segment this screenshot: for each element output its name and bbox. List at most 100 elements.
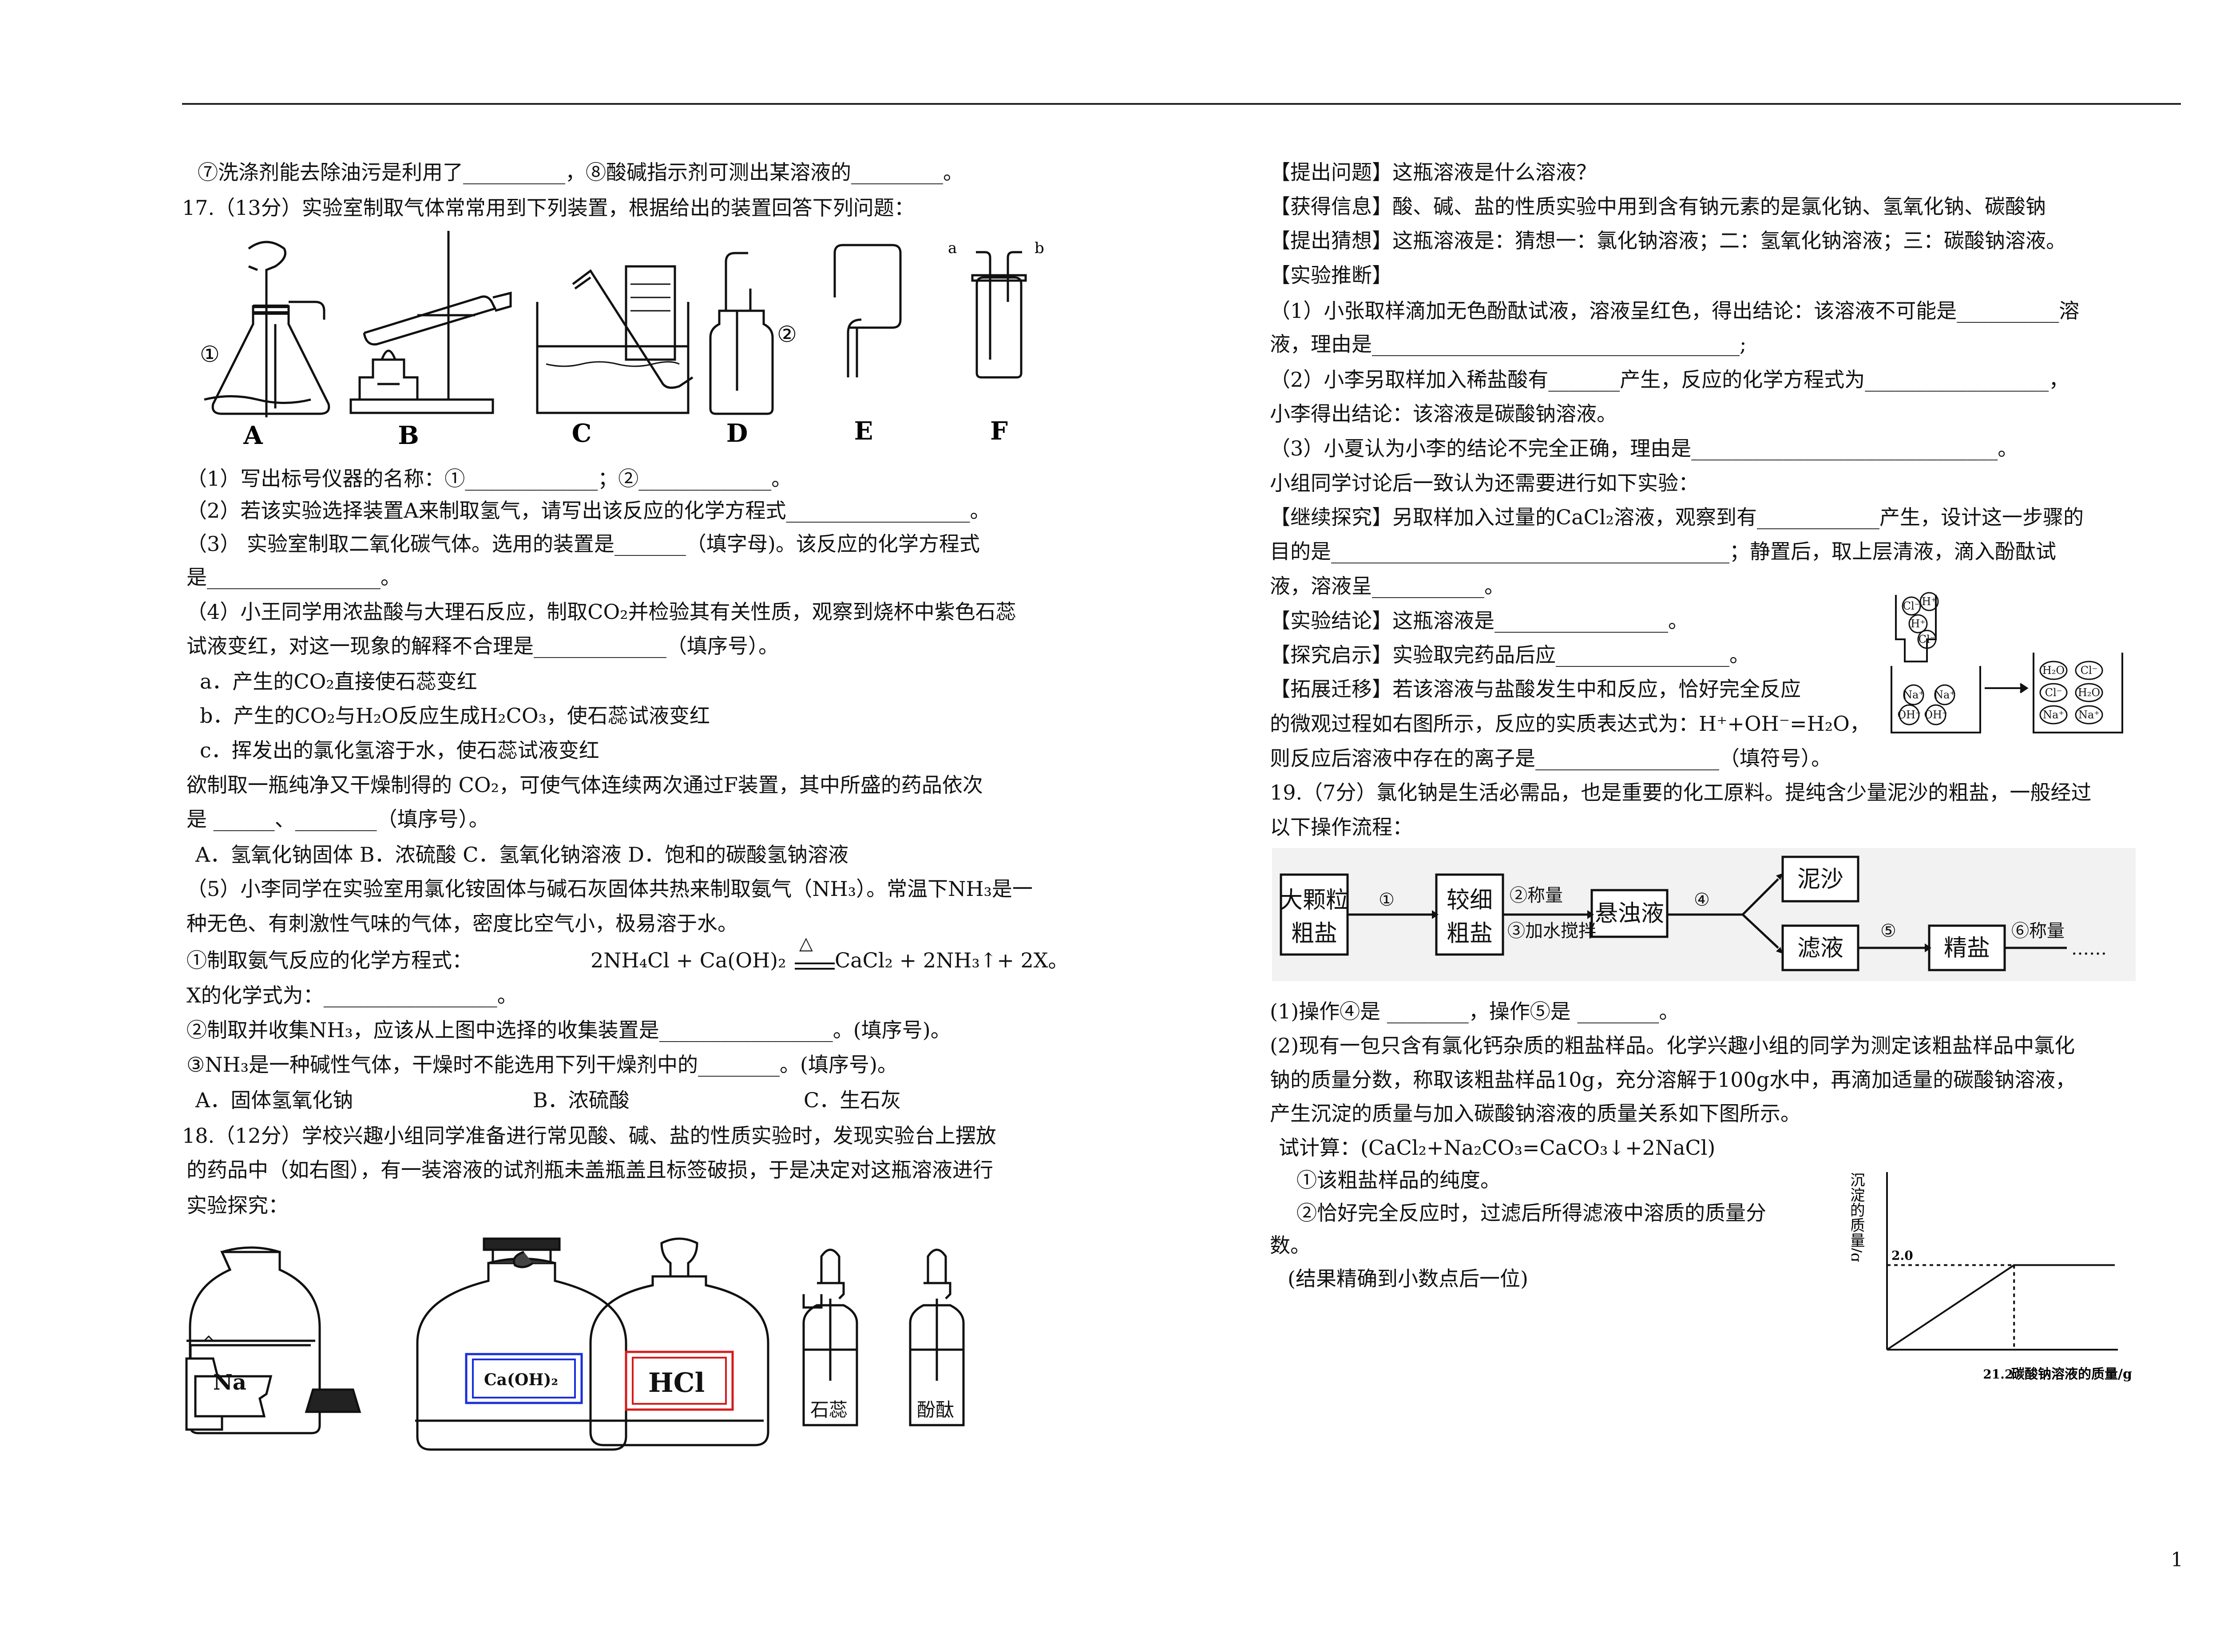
- label-na: Na: [213, 1370, 246, 1395]
- left-beaker: [1891, 666, 1981, 733]
- dropper-funnel: [1895, 595, 1937, 662]
- marker-1: ①: [200, 341, 220, 367]
- q17-part5d: X的化学式为：_________________。: [186, 983, 518, 1007]
- apparatus-figure: ① ② a b A B C D E F: [200, 231, 1044, 450]
- page-number: 1: [2171, 1549, 2183, 1571]
- apparatus-c: [536, 265, 694, 414]
- y-tick-label: 2.0: [1891, 1248, 1913, 1263]
- apparatus-f: [971, 251, 1027, 379]
- port-a: a: [948, 239, 957, 257]
- line-7-8: ⑦洗涤剂能去除油污是利用了__________，⑧酸碱指示剂可测出某溶液的___…: [198, 160, 963, 184]
- ion-h-2: H⁺: [1911, 618, 1926, 630]
- box-suspension: [1590, 889, 1669, 938]
- inference-1b: 液，理由是___________________________________…: [1270, 332, 1747, 356]
- q19-part1: (1)操作④是 ________，操作⑤是 ________。: [1270, 999, 1680, 1023]
- precipitate-chart: 沉淀的质量/g 2.0 21.2 碳酸钠溶液的质量/g: [1851, 1172, 2132, 1382]
- label-a: A: [243, 421, 263, 450]
- flow-step3: ③加水搅拌: [1507, 921, 1596, 941]
- purification-flow-diagram: 大颗粒 粗盐 较细 粗盐 悬浊液 泥沙 滤液 精盐 ① ②称量 ③加水搅拌 ④ …: [1272, 848, 2136, 981]
- q17-part4b: 试液变红，对这一现象的解释不合理是_____________（填序号）。: [186, 634, 779, 658]
- flow-ellipsis: ……: [2071, 939, 2107, 959]
- hypothesis: 【提出猜想】这瓶溶液是：猜想一：氯化钠溶液；二：氢氧化钠溶液；三：碳酸钠溶液。: [1270, 229, 2066, 253]
- extension-a: 【拓展迁移】若该溶液与盐酸发生中和反应，恰好完全反应: [1270, 677, 1801, 701]
- q17-option-a: a．产生的CO₂直接使石蕊变红: [200, 670, 477, 693]
- question-19-line2: 以下操作流程：: [1270, 815, 1413, 839]
- header-rule: [182, 103, 2181, 105]
- question-17: 17.（13分）实验室制取气体常常用到下列装置，根据给出的装置回答下列问题：: [182, 196, 915, 220]
- flow-step1: ①: [1379, 890, 1395, 910]
- q17-option-c: c．挥发出的氯化氢溶于水，使石蕊试液变红: [200, 738, 599, 762]
- question-19-line1: 19.（7分）氯化钠是生活必需品，也是重要的化工原料。提纯含少量泥沙的粗盐，一般…: [1270, 780, 2092, 804]
- q17-option-cao: C．生石灰: [804, 1088, 901, 1112]
- product-h2o-1: H₂O: [2042, 664, 2065, 677]
- dropper-litmus: [802, 1248, 858, 1426]
- microprocess-figure: Cl⁻ H⁺ H⁺ Cl⁻ Na⁺ Na⁺ OH⁻ OH⁻ H₂O Cl⁻ Cl…: [1891, 592, 2123, 733]
- eq-line-bottom: [795, 968, 835, 970]
- ion-oh-2: OH⁻: [1924, 709, 1947, 721]
- label-phenolphthalein: 酚酞: [917, 1399, 954, 1421]
- label-f: F: [990, 416, 1008, 446]
- heat-symbol: △: [799, 933, 813, 954]
- bottle-hcl: [589, 1237, 769, 1446]
- explore-insight: 【探究启示】实验取完药品后应_________________。: [1270, 643, 1750, 667]
- label-d: D: [726, 419, 748, 448]
- label-e: E: [854, 416, 873, 446]
- bottle-caoh2: [415, 1237, 628, 1451]
- ion-na-1: Na⁺: [1903, 689, 1924, 701]
- question-18-line1: 18.（12分）学校兴趣小组同学准备进行常见酸、碱、盐的性质实验时，发现实验台上…: [182, 1124, 996, 1148]
- equation-reactants: 2NH₄Cl + Ca(OH)₂: [591, 948, 786, 972]
- q17-part4-options: A．氢氧化钠固体 B．浓硫酸 C．氢氧化钠溶液 D．饱和的碳酸氢钠溶液: [195, 843, 848, 867]
- q17-part2: （2）若该实验选择装置A来制取氢气，请写出该反应的化学方程式__________…: [186, 499, 991, 523]
- inference-2a: （2）小李另取样加入稀盐酸有_______产生，反应的化学方程式为_______…: [1270, 368, 2069, 392]
- flow-step4: ④: [1694, 890, 1710, 910]
- q19-calc2b: 数。: [1270, 1233, 1311, 1257]
- label-hcl: HCl: [648, 1367, 705, 1398]
- box-large-salt: [1280, 873, 1349, 956]
- q17-part4d: 是 ______、________（填序号）。: [186, 807, 489, 831]
- product-na-2: Na⁺: [2078, 709, 2100, 721]
- continue-explore-a: 【继续探究】另取样加入过量的CaCl₂溶液，观察到有____________产生…: [1270, 505, 2084, 529]
- experiment-conclusion: 【实验结论】这瓶溶液是_________________。: [1270, 609, 1689, 633]
- box-sediment: [1781, 856, 1859, 903]
- flow-step5: ⑤: [1880, 921, 1896, 941]
- group-discussion: 小组同学讨论后一致认为还需要进行如下实验：: [1270, 471, 1699, 495]
- q17-part5a: （5）小李同学在实验室用氯化铵固体与碱石灰固体共热来制取氨气（NH₃）。常温下N…: [186, 877, 1033, 901]
- extension-c: 则反应后溶液中存在的离子是__________________（填符号）。: [1270, 746, 1832, 770]
- product-h2o-2: H₂O: [2078, 686, 2100, 699]
- inference-1a: （1）小张取样滴加无色酚酞试液，溶液呈红色，得出结论：该溶液不可能是______…: [1270, 299, 2080, 323]
- q17-part4c: 欲制取一瓶纯净又干燥制得的 CO₂，可使气体连续两次通过F装置，其中所盛的药品依…: [186, 773, 983, 797]
- q17-part4a: （4）小王同学用浓盐酸与大理石反应，制取CO₂并检验其有关性质，观察到烧杯中紫色…: [186, 600, 1016, 624]
- q19-equation: 试计算：(CaCl₂+Na₂CO₃=CaCO₃↓+2NaCl): [1279, 1136, 1716, 1160]
- label-c: C: [572, 419, 592, 448]
- q19-calc2a: ②恰好完全反应时，过滤后所得滤液中溶质的质量分: [1296, 1201, 1766, 1225]
- apparatus-b: [349, 231, 512, 414]
- q17-part5b: 种无色、有刺激性气味的气体，密度比空气小，极易溶于水。: [186, 911, 738, 935]
- apparatus-d: [709, 252, 774, 415]
- q17-part5e: ②制取并收集NH₃，应该从上图中选择的收集装置是________________…: [186, 1018, 951, 1042]
- q17-part3a: （3） 实验室制取二氧化碳气体。选用的装置是_______（填字母)。该反应的化…: [186, 532, 980, 556]
- flow-box6: 精盐: [1944, 935, 1990, 962]
- product-cl-1: Cl⁻: [2081, 664, 2098, 677]
- product-cl-2: Cl⁻: [2045, 686, 2062, 699]
- ion-cl-1: Cl⁻: [1903, 600, 1920, 612]
- q19-part2b: 钠的质量分数，称取该粗盐样品10g，充分溶解于100g水中，再滴加适量的碳酸钠溶…: [1270, 1068, 2076, 1092]
- flow-box2-line2: 粗盐: [1447, 920, 1493, 947]
- bottle-na: [185, 1246, 321, 1434]
- flow-box1-line1: 大颗粒: [1280, 887, 1349, 914]
- experiment-inference: 【实验推断】: [1270, 263, 1392, 287]
- x-axis-label: 碳酸钠溶液的质量/g: [2011, 1367, 2132, 1382]
- flow-step6: ⑥称量: [2011, 921, 2065, 941]
- apparatus-e: [833, 244, 902, 377]
- continue-explore-b: 目的是_____________________________________…: [1270, 539, 2056, 563]
- dropper-phenolphthalein: [909, 1248, 965, 1426]
- continue-explore-c: 液，溶液呈___________。: [1270, 574, 1505, 598]
- q19-precision-note: (结果精确到小数点后一位): [1288, 1267, 1528, 1291]
- right-beaker: [2033, 653, 2123, 733]
- ion-cl-2: Cl⁻: [1919, 633, 1936, 646]
- ion-h-1: H⁺: [1922, 595, 1937, 608]
- flow-box4: 泥沙: [1797, 866, 1843, 893]
- flow-box1-line2: 粗盐: [1291, 920, 1337, 947]
- extension-b: 的微观过程如右图所示，反应的实质表达式为：H⁺+OH⁻=H₂O，: [1270, 712, 1870, 736]
- x-tick-label: 21.2: [1983, 1367, 2013, 1382]
- q17-part1: （1）写出标号仪器的名称：①_____________；②___________…: [186, 467, 792, 491]
